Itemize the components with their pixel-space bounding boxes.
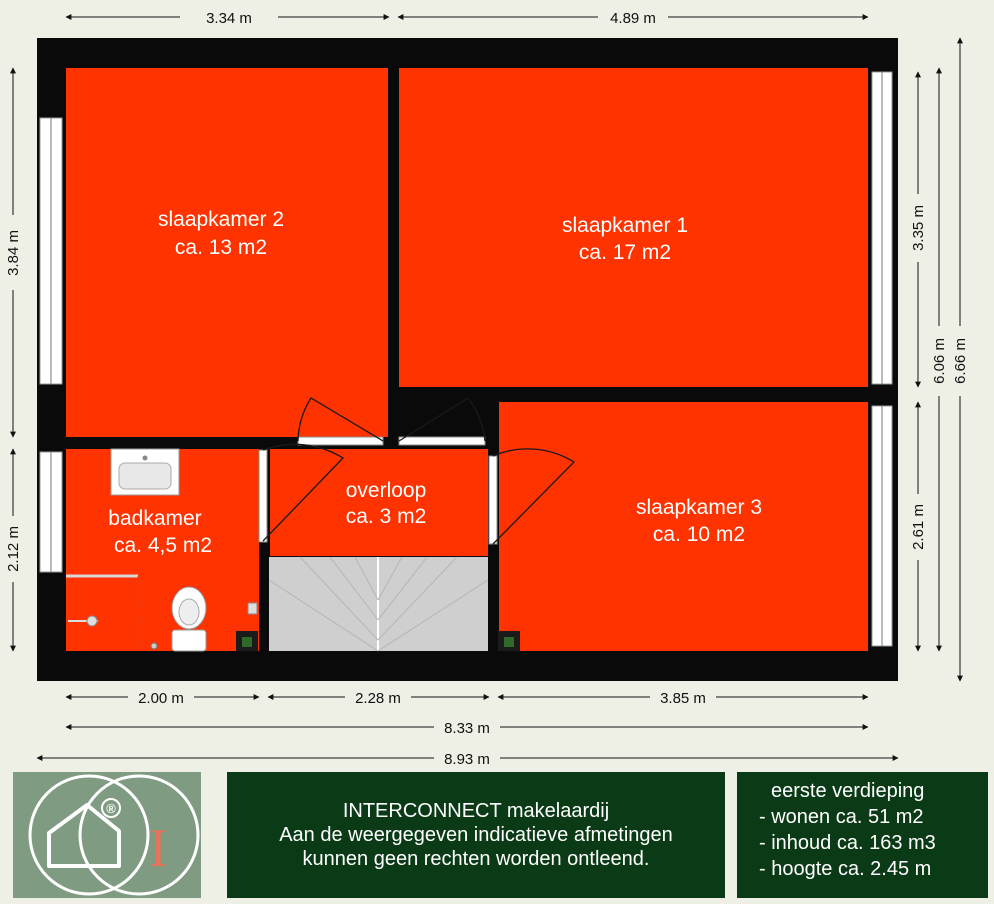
dim-top-left: 3.34 m [206, 10, 252, 27]
toilet [171, 586, 207, 652]
sink [110, 448, 180, 496]
label-slaapkamer-2-area: ca. 13 m2 [175, 236, 267, 259]
door-threshold-slaapkamer-3 [488, 455, 498, 545]
logo-letter: I [149, 818, 167, 878]
dim-bottom-outer-total: 8.93 m [444, 751, 490, 768]
dim-bottom-inner-total: 8.33 m [444, 720, 490, 737]
shaft-right-inner [504, 637, 514, 647]
house-icon [47, 803, 121, 868]
room-slaapkamer-2[interactable] [66, 68, 388, 437]
room-overloop[interactable] [270, 449, 488, 556]
company-logo: ® I [13, 772, 201, 898]
floor-plan: slaapkamer 2 ca. 13 m2 slaapkamer 1 ca. … [5, 10, 969, 768]
dim-right-upper: 3.35 m [910, 205, 927, 251]
dim-right-lower: 2.61 m [910, 504, 927, 550]
disclaimer-line-2: kunnen geen rechten worden ontleend. [302, 848, 650, 870]
label-badkamer-name: badkamer [108, 507, 201, 530]
window-mullions [50, 72, 883, 646]
disclaimer-line-1: Aan de weergegeven indicatieve afmetinge… [279, 824, 673, 846]
dim-top-right: 4.89 m [610, 10, 656, 27]
dim-left-lower: 2.12 m [5, 526, 22, 572]
door-swing-badkamer [262, 443, 345, 542]
shaft-left-inner [242, 637, 252, 647]
summary-inhoud: - inhoud ca. 163 m3 [759, 832, 936, 854]
dimension-lines [10, 14, 963, 761]
door-threshold-slaapkamer-1 [398, 436, 486, 446]
door-swing-slaapkamer-2 [297, 397, 384, 442]
label-overloop-area: ca. 3 m2 [346, 505, 427, 528]
door-swing-slaapkamer-3 [492, 448, 576, 545]
label-slaapkamer-3-area: ca. 10 m2 [653, 523, 745, 546]
dim-left-upper: 3.84 m [5, 230, 22, 276]
label-slaapkamer-1-area: ca. 17 m2 [579, 241, 671, 264]
registered-mark: ® [106, 801, 116, 816]
company-info: INTERCONNECT makelaardij Aan de weergege… [227, 772, 725, 898]
stairwell [268, 556, 489, 652]
summary-wonen: - wonen ca. 51 m2 [759, 806, 924, 828]
logo-circle-left [28, 774, 150, 896]
logo-circle-right [78, 774, 200, 896]
floor-summary: eerste verdieping - wonen ca. 51 m2 - in… [737, 772, 988, 898]
summary-hoogte: - hoogte ca. 2.45 m [759, 858, 932, 880]
door-threshold-badkamer [258, 449, 268, 543]
label-badkamer-area: ca. 4,5 m2 [114, 534, 212, 557]
label-slaapkamer-1-name: slaapkamer 1 [562, 214, 688, 237]
dim-bottom-3: 3.85 m [660, 690, 706, 707]
wall-fixture [247, 602, 258, 615]
label-overloop-name: overloop [346, 479, 427, 502]
company-name: INTERCONNECT makelaardij [342, 800, 610, 822]
dim-right-inner-total: 6.06 m [931, 338, 948, 384]
floor-title: eerste verdieping [771, 780, 925, 802]
room-slaapkamer-3[interactable] [499, 402, 868, 651]
label-slaapkamer-3-name: slaapkamer 3 [636, 496, 762, 519]
dim-bottom-2: 2.28 m [355, 690, 401, 707]
registered-mark-ring [101, 798, 121, 818]
shower-area [66, 574, 158, 651]
dim-bottom-1: 2.00 m [138, 690, 184, 707]
logo-graphic: ® I [28, 774, 200, 896]
room-slaapkamer-1[interactable] [399, 68, 868, 387]
door-swing-slaapkamer-1 [398, 397, 486, 442]
door-threshold-slaapkamer-2 [297, 436, 384, 446]
dim-right-outer-total: 6.66 m [952, 338, 969, 384]
label-slaapkamer-2-name: slaapkamer 2 [158, 208, 284, 231]
door-swings [262, 397, 576, 545]
